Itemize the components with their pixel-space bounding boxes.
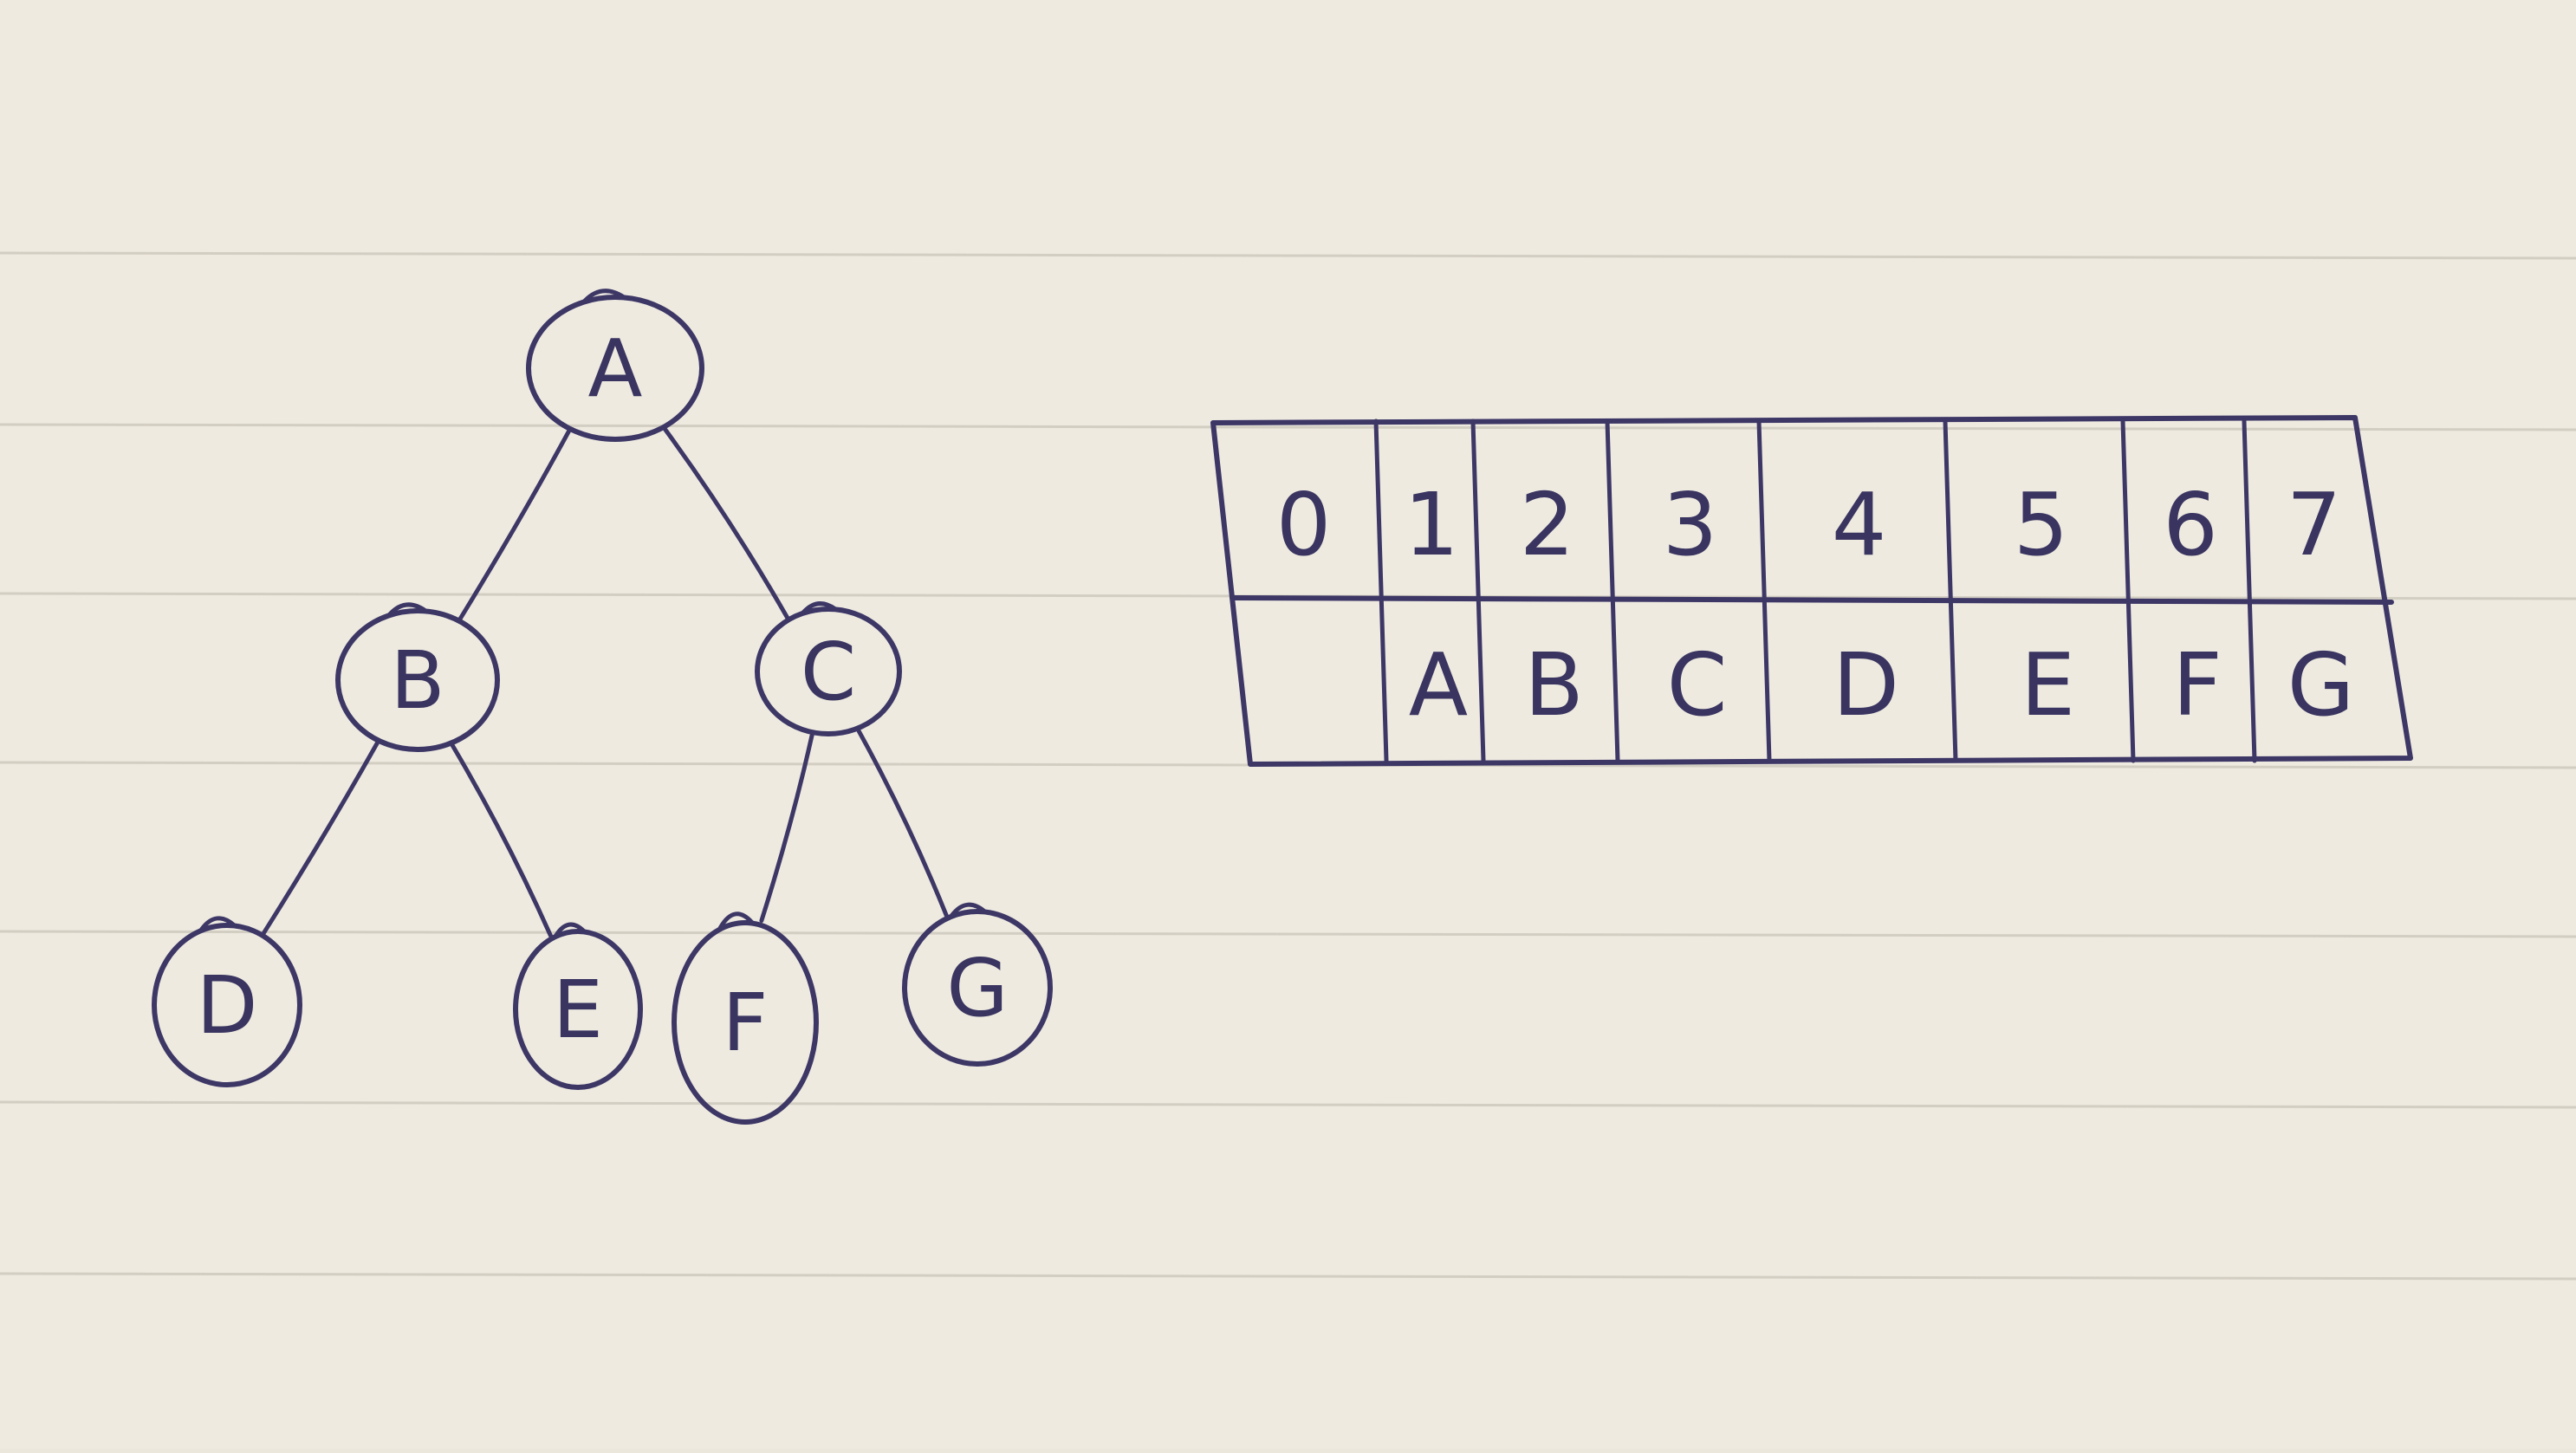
tree-node-circle: [755, 606, 902, 736]
tree-node-label: D: [197, 959, 258, 1052]
tree-node-label: B: [390, 634, 444, 727]
tree-nodes: A B C D E F G: [152, 289, 1053, 1125]
tree-edge-a-b: [457, 429, 571, 621]
array-value-3: C: [1667, 634, 1728, 736]
array-value-5: E: [2021, 634, 2075, 736]
tree-node-circle: [513, 929, 643, 1090]
tree-node-stroke-overlap: [950, 902, 987, 918]
array-row-divider: [1230, 595, 2394, 605]
array-index-5: 5: [2014, 474, 2069, 575]
tree-node-g: G: [902, 902, 1053, 1067]
array-value-6: F: [2172, 634, 2222, 736]
tree-node-circle: [902, 909, 1053, 1067]
tree-node-b: B: [335, 602, 500, 752]
array-index-2: 2: [1520, 474, 1575, 575]
tree-node-stroke-overlap: [199, 916, 237, 932]
array-index-7: 7: [2287, 474, 2342, 575]
tree-node-circle: [152, 923, 302, 1087]
tree-node-circle: [335, 608, 500, 752]
array-column-dividers: [1373, 418, 2257, 763]
array-column-divider: [1756, 418, 1772, 763]
tree-edge-c-f: [759, 733, 814, 923]
array-index-4: 4: [1832, 474, 1887, 575]
array-column-divider: [2120, 418, 2136, 763]
ruled-line: [0, 930, 2576, 938]
tree-edges: [262, 426, 949, 938]
tree-edge-b-d: [262, 741, 380, 936]
tree-node-circle: [526, 295, 704, 442]
array-value-4: D: [1833, 634, 1899, 736]
tree-node-circle: [672, 920, 819, 1125]
tree-node-d: D: [152, 916, 302, 1087]
tree-node-stroke-overlap: [582, 289, 626, 303]
ruled-line: [0, 423, 2576, 431]
tree-node-label: G: [946, 942, 1008, 1035]
tree-edge-b-e: [450, 743, 553, 938]
tree-node-label: C: [801, 626, 856, 718]
array-value-7: G: [2287, 634, 2355, 736]
array-index-3: 3: [1663, 474, 1718, 575]
tree-node-stroke-overlap: [387, 602, 428, 617]
array-value-2: B: [1524, 634, 1584, 736]
ruled-line: [0, 251, 2576, 260]
tree-node-stroke-overlap: [554, 922, 587, 937]
array-index-0: 0: [1276, 474, 1332, 575]
array-column-divider: [1605, 418, 1620, 763]
ruled-line: [0, 1272, 2576, 1281]
tree-node-f: F: [672, 911, 819, 1125]
array-column-divider: [2242, 418, 2257, 763]
array-index-6: 6: [2163, 474, 2218, 575]
array-column-divider: [1373, 418, 1389, 763]
tree-node-stroke-overlap: [717, 911, 755, 931]
tree-node-a: A: [526, 289, 704, 442]
tree-node-label: E: [553, 963, 603, 1056]
tree-node-e: E: [513, 922, 643, 1090]
tree-edge-a-c: [663, 426, 790, 620]
ruled-line: [0, 1100, 2576, 1109]
array-value-1: A: [1409, 634, 1468, 736]
tree-edge-c-g: [856, 728, 949, 918]
tree-node-label: F: [723, 976, 769, 1069]
tree-node-stroke-overlap: [801, 601, 838, 615]
array-index-1: 1: [1404, 474, 1459, 575]
array-column-divider: [1943, 418, 1958, 763]
array-column-divider: [1470, 418, 1486, 763]
tree-node-label: A: [588, 322, 643, 415]
tree-node-c: C: [755, 601, 902, 736]
array-table-outline: [1210, 415, 2413, 767]
